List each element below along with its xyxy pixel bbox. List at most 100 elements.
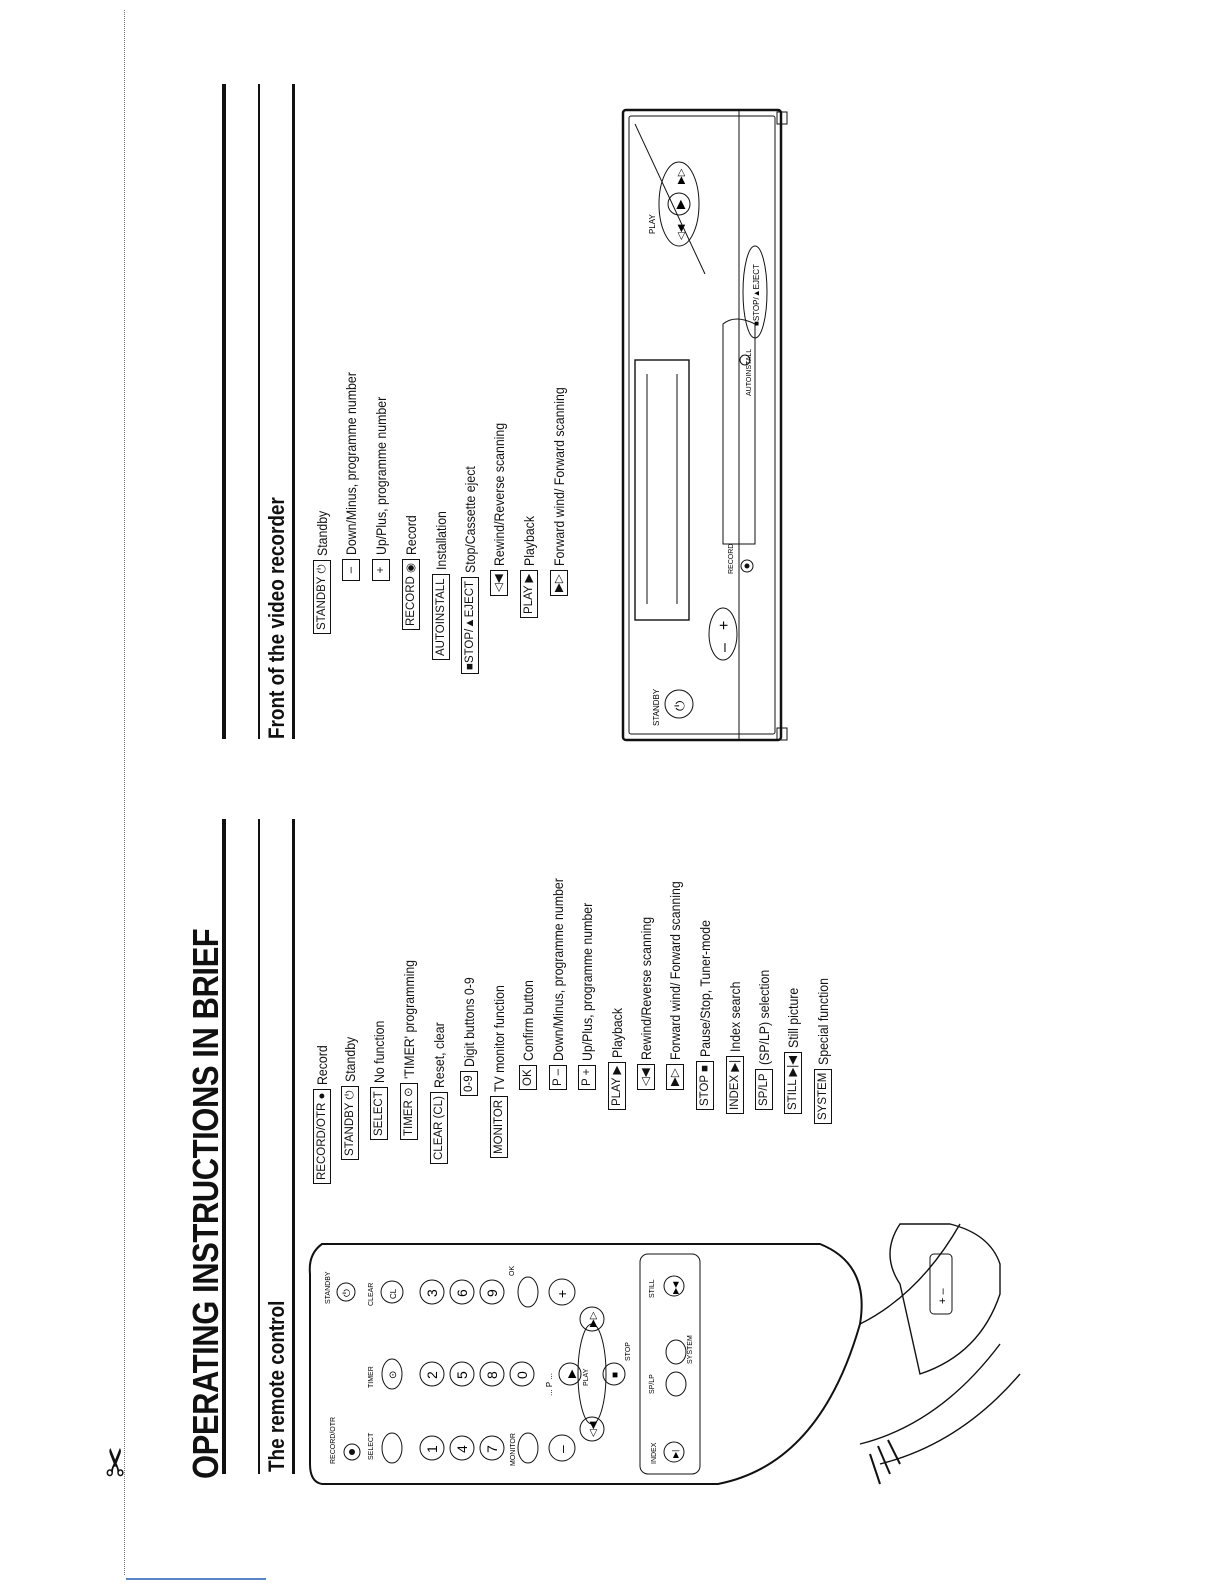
vcr-plus-button[interactable]: + (716, 621, 733, 630)
transport-ring (577, 1323, 607, 1425)
digit-5-button[interactable] (449, 1361, 475, 1387)
list-item: ◁◀Rewind/Reverse scanning (488, 404, 510, 596)
svg-text:0: 0 (514, 1371, 530, 1379)
cl-label: CL (389, 1288, 398, 1299)
section-rule-top-right (258, 84, 260, 739)
digit-1-button[interactable] (419, 1435, 445, 1461)
digit-9-button[interactable] (479, 1279, 505, 1305)
vcr-power-icon: ⏻ (672, 701, 687, 711)
list-item: +Up/Plus, programme number (370, 375, 392, 581)
vcr-stop-eject-label: ■STOP/▲EJECT (752, 264, 761, 326)
record-dot-icon (349, 1449, 355, 1455)
svg-text:4: 4 (454, 1445, 470, 1453)
section-rule-bottom-right (292, 84, 295, 739)
still-icon: ▶◀ (671, 1281, 680, 1294)
section-rule-top (258, 819, 260, 1474)
play-label: PLAY (583, 1368, 590, 1386)
vcr-play-label: PLAY (648, 213, 657, 234)
vcr-panel-edge (634, 123, 706, 275)
battery-compartment (889, 1223, 1001, 1375)
splp-label: SP/LP (649, 1374, 656, 1394)
digit-2-button[interactable] (419, 1361, 445, 1387)
battery-icon (929, 1253, 953, 1315)
list-item: STANDBY ⏻Standby (311, 505, 333, 634)
monitor-button[interactable] (517, 1432, 539, 1464)
p-plus-button[interactable] (548, 1278, 576, 1306)
index-button[interactable] (663, 1441, 685, 1463)
digit-4-button[interactable] (449, 1435, 475, 1461)
remote-control-illustration: RECORD/OTR STANDBY ⏻ SELECT TIMER ⊙ CLEA… (308, 1223, 1021, 1485)
vcr-autoinstall-button[interactable] (739, 354, 751, 366)
clear-button[interactable] (380, 1280, 404, 1304)
svg-text:1: 1 (424, 1445, 440, 1453)
list-item: STILL ▶|◀Still picture (782, 979, 804, 1114)
cassette-slot (634, 359, 690, 621)
digit-7-button[interactable] (479, 1435, 505, 1461)
power-icon: ⏻ (342, 1289, 353, 1297)
vcr-foot-left (776, 727, 788, 741)
vcr-housing (621, 108, 783, 742)
remote-body-outline (308, 1243, 863, 1485)
vcr-transport-ring (658, 161, 700, 247)
vcr-record-button[interactable] (740, 559, 754, 573)
title-rule (222, 819, 226, 1474)
vcr-stop-eject-button[interactable] (742, 245, 768, 339)
ok-button[interactable] (517, 1276, 539, 1308)
vcr-inner-frame (628, 115, 776, 735)
stop-button[interactable] (602, 1362, 626, 1386)
svg-text:8: 8 (484, 1371, 500, 1379)
vcr-record-label: RECORD (728, 544, 735, 574)
index-icon: ▶| (671, 1450, 680, 1458)
record-button[interactable] (343, 1443, 361, 1461)
p-minus-button[interactable] (548, 1434, 576, 1462)
p-label: ... P ... (545, 1373, 554, 1396)
stop-icon: ■ (610, 1372, 621, 1378)
battery-polarity-icon: + – (937, 1288, 949, 1304)
index-label: INDEX (651, 1442, 658, 1464)
section-rule-bottom (292, 819, 295, 1474)
play-icon: ▶ (566, 1369, 578, 1378)
vcr-rewind-button[interactable]: ◁◀ (676, 224, 687, 240)
list-item: ▶▷Forward wind/ Forward scanning (548, 363, 570, 596)
still-button[interactable] (663, 1275, 685, 1297)
list-item: ▶▷Forward wind/ Forward scanning (664, 857, 686, 1090)
vcr-fast-forward-button[interactable]: ▶▷ (676, 168, 687, 184)
list-item: TIMER ⊙'TIMER' programming (398, 944, 420, 1140)
vcr-play-button[interactable] (667, 192, 691, 216)
vcr-standby-button[interactable] (664, 689, 694, 719)
digit-8-button[interactable] (479, 1361, 505, 1387)
lower-panel (639, 1253, 701, 1475)
digit-6-button[interactable] (449, 1279, 475, 1305)
vcr-minus-button[interactable]: – (716, 643, 733, 652)
vcr-standby-label: STANDBY (652, 688, 661, 726)
fast-forward-icon: ▶▷ (588, 1311, 599, 1327)
list-item: P +Up/Plus, programme number (576, 881, 598, 1090)
standby-button[interactable] (336, 1282, 356, 1302)
system-button[interactable] (665, 1339, 687, 1365)
plus-icon: + (554, 1290, 570, 1298)
digit-3-button[interactable] (419, 1279, 445, 1305)
digit-0-button[interactable] (509, 1361, 535, 1387)
cut-line (124, 10, 125, 1575)
page-title: OPERATING INSTRUCTIONS IN BRIEF (185, 928, 226, 1479)
display-window (722, 318, 756, 545)
fast-forward-button[interactable] (579, 1306, 605, 1332)
battery-cover-sketch (859, 1223, 1021, 1465)
record-dot-icon (744, 563, 750, 569)
rewind-button[interactable] (579, 1416, 605, 1442)
splp-button[interactable] (665, 1371, 687, 1397)
list-item: RECORD/OTR ●Record (311, 1039, 333, 1184)
list-item: PLAY ▶Playback (518, 509, 540, 618)
list-item: CLEAR (CL)Reset, clear (428, 1013, 450, 1164)
list-item: ◁◀Rewind/Reverse scanning (635, 898, 657, 1090)
vcr-foot-right (776, 111, 788, 125)
timer-button[interactable] (381, 1358, 403, 1390)
play-button[interactable] (558, 1362, 582, 1386)
select-button[interactable] (381, 1432, 403, 1464)
